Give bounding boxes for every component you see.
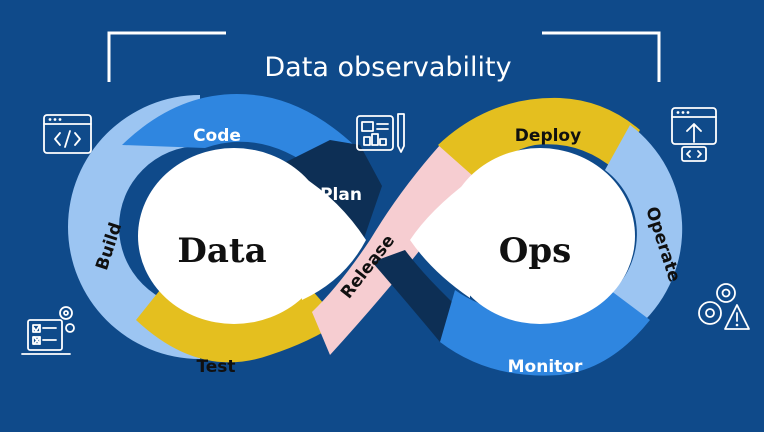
right-center [445,148,635,324]
segment-operate [602,125,683,325]
segment-plan [286,140,382,250]
segment-label-monitor: Monitor [508,357,583,377]
segment-release [312,133,482,355]
left-center [138,148,330,324]
checklist-gears-icon [21,306,75,355]
gears-alert-icon [698,283,750,330]
segment-label-test: Test [196,357,235,377]
blueprint-plan-icon [356,113,405,153]
segment-label-code: Code [193,126,241,146]
segment-build [68,95,200,359]
title-bracket-gap [226,24,542,44]
diagram-title: Data observability [264,52,511,83]
code-window-icon [43,114,92,154]
segment-label-deploy: Deploy [515,126,581,146]
segment-code [122,94,355,172]
center-label-data: Data [177,231,266,271]
segment-release-shadow [372,250,470,342]
center-label-ops: Ops [499,231,572,271]
segment-label-plan: Plan [320,185,362,205]
upload-window-icon [671,107,717,162]
left-center-lobe [300,175,366,300]
right-center-lobe [410,180,470,298]
